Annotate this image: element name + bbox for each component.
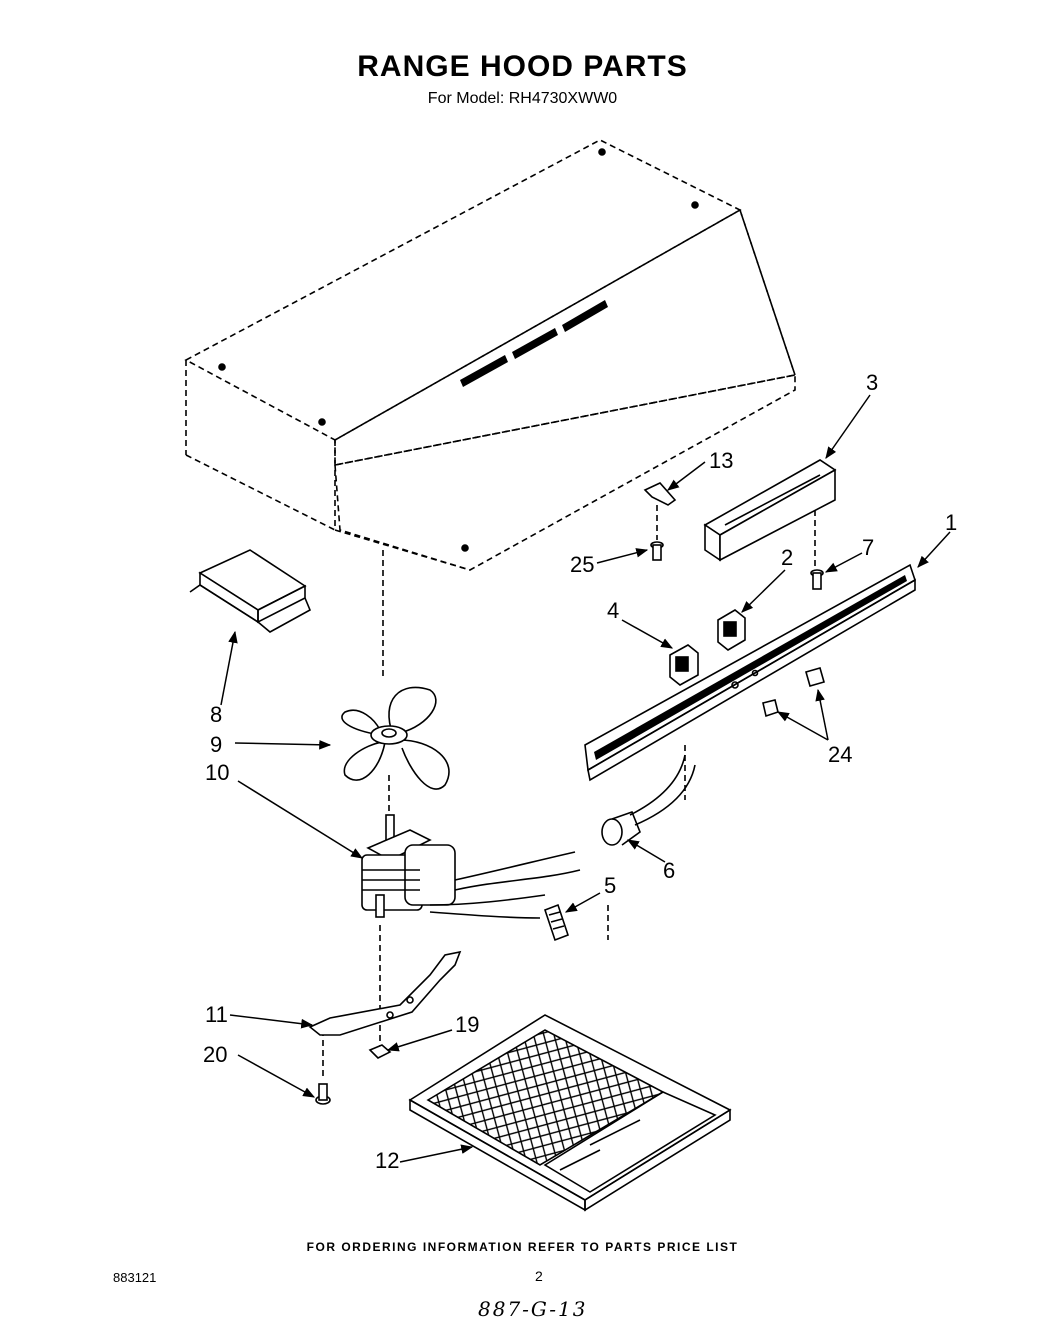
switch-4-part — [669, 644, 699, 686]
clip-part — [643, 482, 677, 506]
grease-filter-part — [408, 1014, 732, 1212]
callout-24: 24 — [828, 742, 852, 767]
ordering-note: FOR ORDERING INFORMATION REFER TO PARTS … — [306, 1240, 739, 1254]
callout-11: 11 — [205, 1002, 228, 1027]
callout-6: 6 — [663, 858, 675, 883]
callout-19: 19 — [455, 1012, 479, 1037]
callout-12: 12 — [375, 1148, 399, 1173]
callout-5: 5 — [604, 873, 616, 898]
knob-parts — [762, 667, 825, 718]
callout-25: 25 — [570, 552, 594, 577]
control-panel-strip-part — [584, 563, 916, 782]
range-hood-body — [184, 139, 797, 571]
switch-2-part — [717, 609, 746, 651]
callout-4: 4 — [607, 598, 619, 623]
callout-3: 3 — [866, 370, 878, 395]
hood-louvers — [460, 300, 608, 387]
document-number: 883121 — [113, 1270, 157, 1285]
callout-7: 7 — [862, 535, 874, 560]
connector-part — [543, 903, 570, 942]
callout-1: 1 — [945, 510, 957, 535]
callout-9: 9 — [210, 732, 222, 757]
lamp-socket-part — [601, 754, 696, 846]
handwritten-code: 887-G-13 — [478, 1297, 588, 1321]
screw-25-part — [650, 541, 664, 561]
cover-box-part — [189, 549, 312, 633]
callout-20: 20 — [203, 1042, 227, 1067]
screw-7-part — [810, 569, 824, 590]
callout-2: 2 — [781, 545, 793, 570]
fan-blade-part — [341, 686, 450, 790]
callout-13: 13 — [709, 448, 733, 473]
bracket-part — [308, 950, 462, 1036]
page-title: RANGE HOOD PARTS — [357, 50, 688, 83]
callout-10: 10 — [205, 760, 229, 785]
motor-part — [361, 814, 581, 919]
page-number: 2 — [535, 1268, 543, 1284]
leader-lines — [220, 394, 951, 1163]
duct-trim-part — [703, 459, 837, 562]
screw-20-part — [315, 1083, 331, 1105]
nut-part — [368, 1044, 392, 1059]
callout-8: 8 — [210, 702, 222, 727]
model-subtitle: For Model: RH4730XWW0 — [427, 90, 618, 107]
